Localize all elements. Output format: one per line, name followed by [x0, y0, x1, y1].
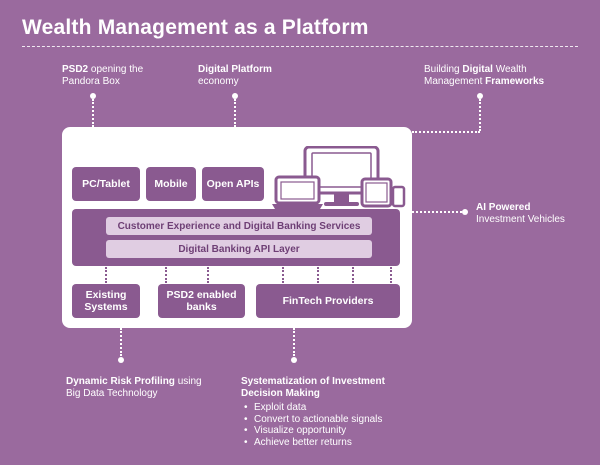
callout-frameworks-connector-h	[412, 131, 480, 133]
callout-ai-line2: Investment Vehicles	[476, 214, 565, 225]
callout-systematization-connector	[293, 328, 295, 356]
callout-ai-dot	[462, 209, 468, 215]
channel-pc-tablet: PC/Tablet	[72, 167, 140, 201]
callout-psd2-bold: PSD2	[62, 64, 89, 75]
laptop-icon	[272, 175, 323, 209]
callout-risk: Dynamic Risk Profiling using Big Data Te…	[66, 376, 202, 400]
list-item: Convert to actionable signals	[244, 414, 385, 426]
callout-ai-bold: AI Powered	[476, 202, 531, 213]
connector-fintech-b	[317, 267, 319, 283]
callout-systematization-bold1: Systematization of Investment	[241, 376, 385, 387]
source-psd2-banks: PSD2 enabled banks	[158, 284, 245, 318]
connector-fintech-c	[352, 267, 354, 283]
callout-frameworks-line2: Management	[424, 76, 486, 87]
callout-digital-platform-dot	[232, 93, 238, 99]
channel-open-apis: Open APIs	[202, 167, 264, 201]
callout-frameworks-bold1: Digital	[462, 64, 493, 75]
callout-systematization-dot	[291, 357, 297, 363]
tablet-icon	[360, 177, 393, 208]
callout-psd2-dot	[90, 93, 96, 99]
page-title: Wealth Management as a Platform	[22, 16, 369, 39]
callout-frameworks-bold2: Frameworks	[485, 76, 545, 87]
callout-systematization: Systematization of Investment Decision M…	[241, 376, 385, 448]
callout-frameworks-mid: Wealth	[492, 64, 527, 75]
source-existing-systems-label: Existing Systems	[84, 289, 128, 313]
callout-ai: AI Powered Investment Vehicles	[476, 202, 565, 226]
callout-psd2-connector	[92, 99, 94, 127]
callout-psd2-text: opening the	[88, 64, 144, 75]
list-item: Visualize opportunity	[244, 425, 385, 437]
services-band: Customer Experience and Digital Banking …	[106, 217, 372, 235]
callout-digital-platform-connector	[234, 99, 236, 127]
api-band: Digital Banking API Layer	[106, 240, 372, 258]
callout-frameworks-pre: Building	[424, 64, 463, 75]
callout-risk-text: using	[174, 376, 202, 387]
callout-risk-line2: Big Data Technology	[66, 388, 158, 399]
connector-psd2-b	[207, 267, 209, 283]
callout-frameworks-dot	[477, 93, 483, 99]
devices-illustration	[272, 146, 406, 209]
connector-fintech-d	[390, 267, 392, 283]
callout-frameworks-connector-v	[479, 99, 481, 131]
connector-psd2-a	[165, 267, 167, 283]
channel-mobile: Mobile	[146, 167, 196, 201]
callout-risk-dot	[118, 357, 124, 363]
callout-risk-bold: Dynamic Risk Profiling	[66, 376, 175, 387]
callout-digital-platform: Digital Platform economy	[198, 64, 272, 88]
callout-digital-platform-bold: Digital Platform	[198, 64, 272, 75]
callout-digital-platform-line2: economy	[198, 76, 239, 87]
source-existing-systems: Existing Systems	[72, 284, 140, 318]
callout-psd2: PSD2 opening the Pandora Box	[62, 64, 143, 88]
callout-frameworks: Building Digital Wealth Management Frame…	[424, 64, 544, 88]
connector-existing	[105, 267, 107, 283]
services-layer: Customer Experience and Digital Banking …	[72, 209, 400, 266]
systematization-bullet-list: Exploit data Convert to actionable signa…	[241, 402, 385, 448]
callout-psd2-line2: Pandora Box	[62, 76, 120, 87]
list-item: Exploit data	[244, 402, 385, 414]
list-item: Achieve better returns	[244, 437, 385, 449]
title-divider	[22, 46, 578, 47]
callout-systematization-bold2: Decision Making	[241, 388, 320, 399]
source-psd2-banks-label: PSD2 enabled banks	[166, 289, 237, 313]
monitor-icon	[303, 146, 380, 206]
connector-fintech-a	[282, 267, 284, 283]
callout-risk-connector	[120, 328, 122, 356]
source-fintech: FinTech Providers	[256, 284, 400, 318]
callout-ai-connector	[412, 211, 462, 213]
phone-icon	[391, 185, 406, 208]
